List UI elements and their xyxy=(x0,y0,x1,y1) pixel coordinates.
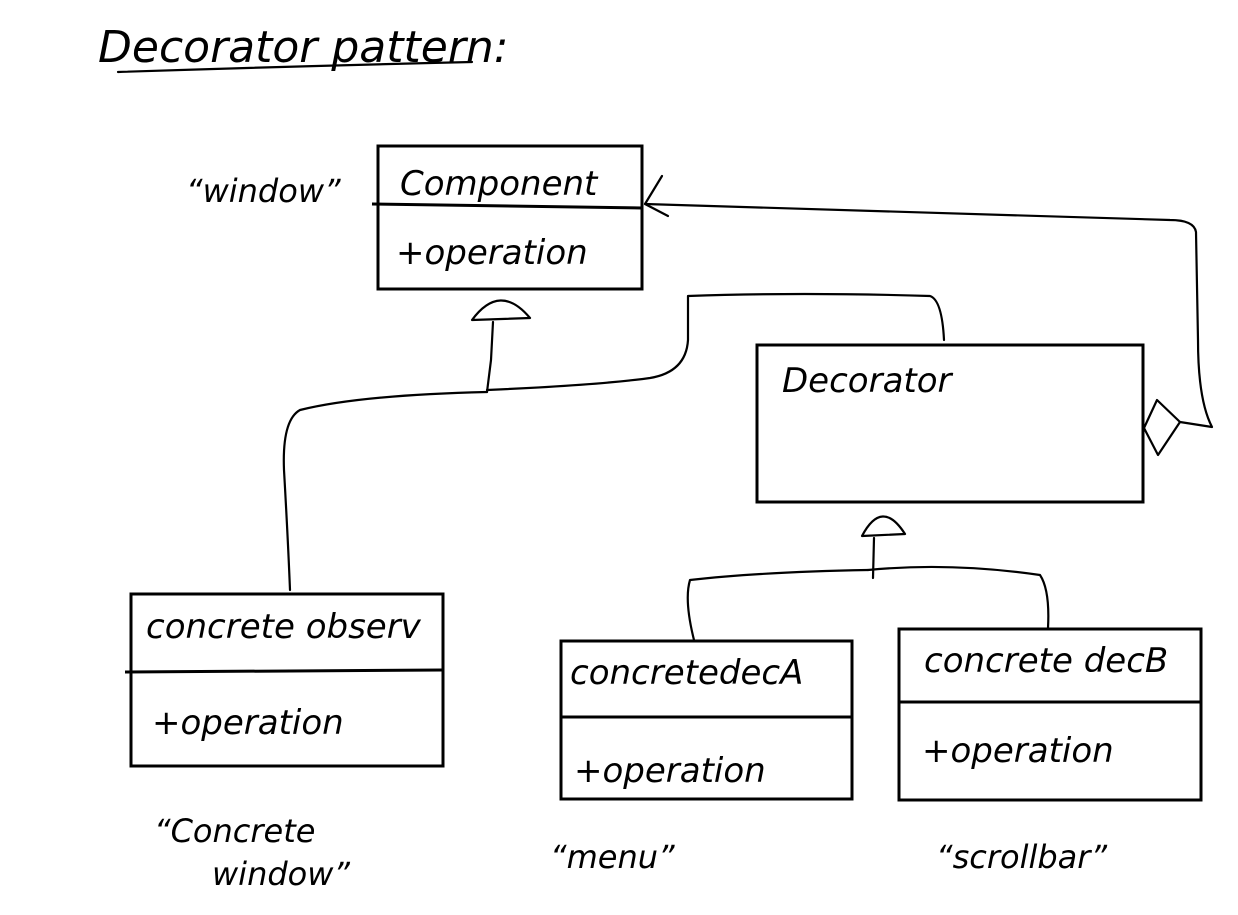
title-underline xyxy=(116,60,474,74)
decorator-a-class: concretedecA +operation xyxy=(559,639,854,801)
decorator-b-class: concrete decB +operation xyxy=(897,627,1203,802)
generalization-triangle-component xyxy=(470,299,532,322)
concrete-component-operation: +operation xyxy=(152,703,344,743)
component-generalization xyxy=(282,292,946,592)
aggregation-diamond xyxy=(1142,398,1182,457)
concrete-component-note-line2: window” xyxy=(212,855,350,893)
concrete-component-class: concrete observ +operation xyxy=(124,592,445,768)
concrete-component-inherit-line xyxy=(282,390,489,592)
decorator-b-note: “scrollbar” xyxy=(936,838,1107,876)
decorator-stem-line xyxy=(871,536,876,580)
decorator-b-inherit-line xyxy=(866,565,1050,630)
component-separator xyxy=(371,202,643,210)
component-stem-line xyxy=(485,320,495,394)
aggregation-arrowhead xyxy=(643,174,670,218)
decorator-generalization xyxy=(686,515,1050,642)
decorator-b-name: concrete decB xyxy=(924,641,1168,681)
concrete-component-box xyxy=(129,592,445,768)
decorator-a-operation: +operation xyxy=(574,751,766,791)
component-box xyxy=(376,144,644,291)
decorator-a-box xyxy=(559,639,854,801)
decorator-a-inherit-line xyxy=(686,568,870,642)
decorator-box xyxy=(755,343,1145,504)
decorator-a-note: “menu” xyxy=(550,838,675,876)
decorator-b-box xyxy=(897,627,1203,802)
decorator-aggregation xyxy=(643,174,1214,457)
aggregation-line xyxy=(643,202,1214,429)
concrete-component-name: concrete observ xyxy=(146,607,422,647)
decorator-inherit-line xyxy=(485,292,946,392)
concrete-component-note-line1: “Concrete xyxy=(154,812,315,850)
concrete-component-separator xyxy=(124,668,444,674)
component-note: “window” xyxy=(186,172,341,210)
diagram-title: Decorator pattern: xyxy=(98,22,509,73)
component-class: Component +operation xyxy=(371,144,644,291)
decorator-b-operation: +operation xyxy=(922,731,1114,771)
decorator-name: Decorator xyxy=(782,361,954,401)
component-name: Component xyxy=(400,164,599,204)
decorator-a-name: concretedecA xyxy=(570,653,803,693)
decorator-class: Decorator xyxy=(755,343,1145,504)
component-operation: +operation xyxy=(396,233,588,273)
generalization-triangle-decorator xyxy=(860,515,907,538)
